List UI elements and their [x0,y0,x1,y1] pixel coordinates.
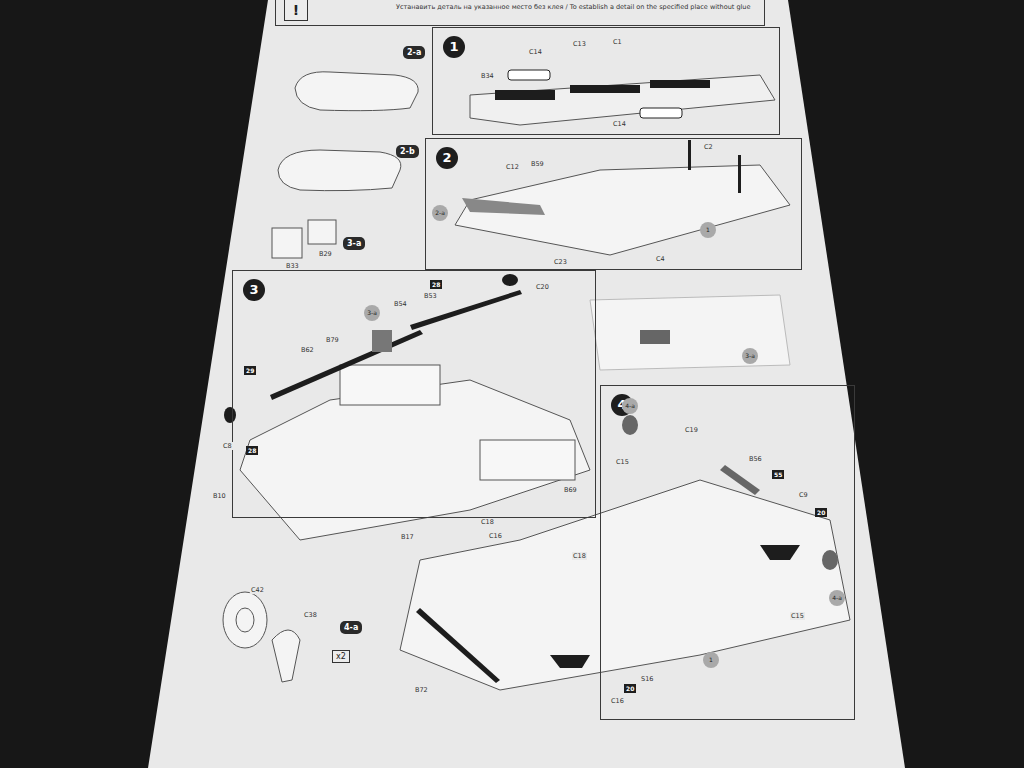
step-panel: 3 [232,270,596,518]
step-number: 3 [243,279,265,301]
callout-circle: 1 [700,222,716,238]
part-number: B62 [300,346,315,354]
part-number: C20 [535,283,550,291]
part-number: B17 [400,533,415,541]
part-number: C14 [612,120,627,128]
step-panel: 1 [432,27,780,135]
part-number: C14 [528,48,543,56]
part-number: C9 [798,491,809,499]
paper-sheet [148,0,905,768]
part-number: C8 [222,442,233,450]
substep-badge: 3-a [343,237,365,250]
callout-circle: 4-a [622,398,638,414]
part-number: C15 [790,612,805,620]
part-number: B72 [414,686,429,694]
substep-badge: 2-a [403,46,425,59]
paint-flag: 20 [815,508,827,517]
part-number: B54 [393,300,408,308]
part-number: C23 [553,258,568,266]
callout-circle: 1 [703,652,719,668]
part-number: B10 [212,492,227,500]
part-number: C16 [610,697,625,705]
part-number: B79 [325,336,340,344]
part-number: C12 [505,163,520,171]
step-panel: 2 [425,138,802,270]
paint-flag: 55 [772,470,784,479]
part-number: C2 [703,143,714,151]
step-panel: 4 [600,385,855,720]
step-number: 1 [443,36,465,58]
part-number: B33 [285,262,300,270]
part-number: S16 [640,675,654,683]
part-number: B29 [318,250,333,258]
warning-note: Устанавить деталь на указанное место без… [396,3,750,11]
part-number: C42 [250,586,265,594]
quantity-box: x2 [332,650,350,663]
part-number: B59 [530,160,545,168]
callout-circle: 2-a [432,205,448,221]
part-number: C4 [655,255,666,263]
substep-badge: 4-a [340,621,362,634]
part-number: C15 [615,458,630,466]
callout-circle: 3-a [742,348,758,364]
highlighted-parts [224,70,838,683]
part-number: C13 [572,40,587,48]
callout-circle: 4-a [829,590,845,606]
callout-circle: 3-a [364,305,380,321]
part-number: C19 [684,426,699,434]
warning-symbol: ! [284,0,308,21]
part-number: C18 [480,518,495,526]
paint-flag: 29 [244,366,256,375]
substep-badge: 2-b [396,145,419,158]
part-number: B34 [480,72,495,80]
part-number: C18 [572,552,587,560]
paint-flag: 20 [624,684,636,693]
paint-flag: 28 [246,446,258,455]
part-number: C16 [488,532,503,540]
paint-flag: 28 [430,280,442,289]
part-number: C38 [303,611,318,619]
part-number: B53 [423,292,438,300]
part-number: B56 [748,455,763,463]
step-number: 2 [436,147,458,169]
part-number: B69 [563,486,578,494]
warning-box: ! Устанавить деталь на указанное место бе… [275,0,765,26]
part-number: C1 [612,38,623,46]
part-drawings [223,72,850,690]
